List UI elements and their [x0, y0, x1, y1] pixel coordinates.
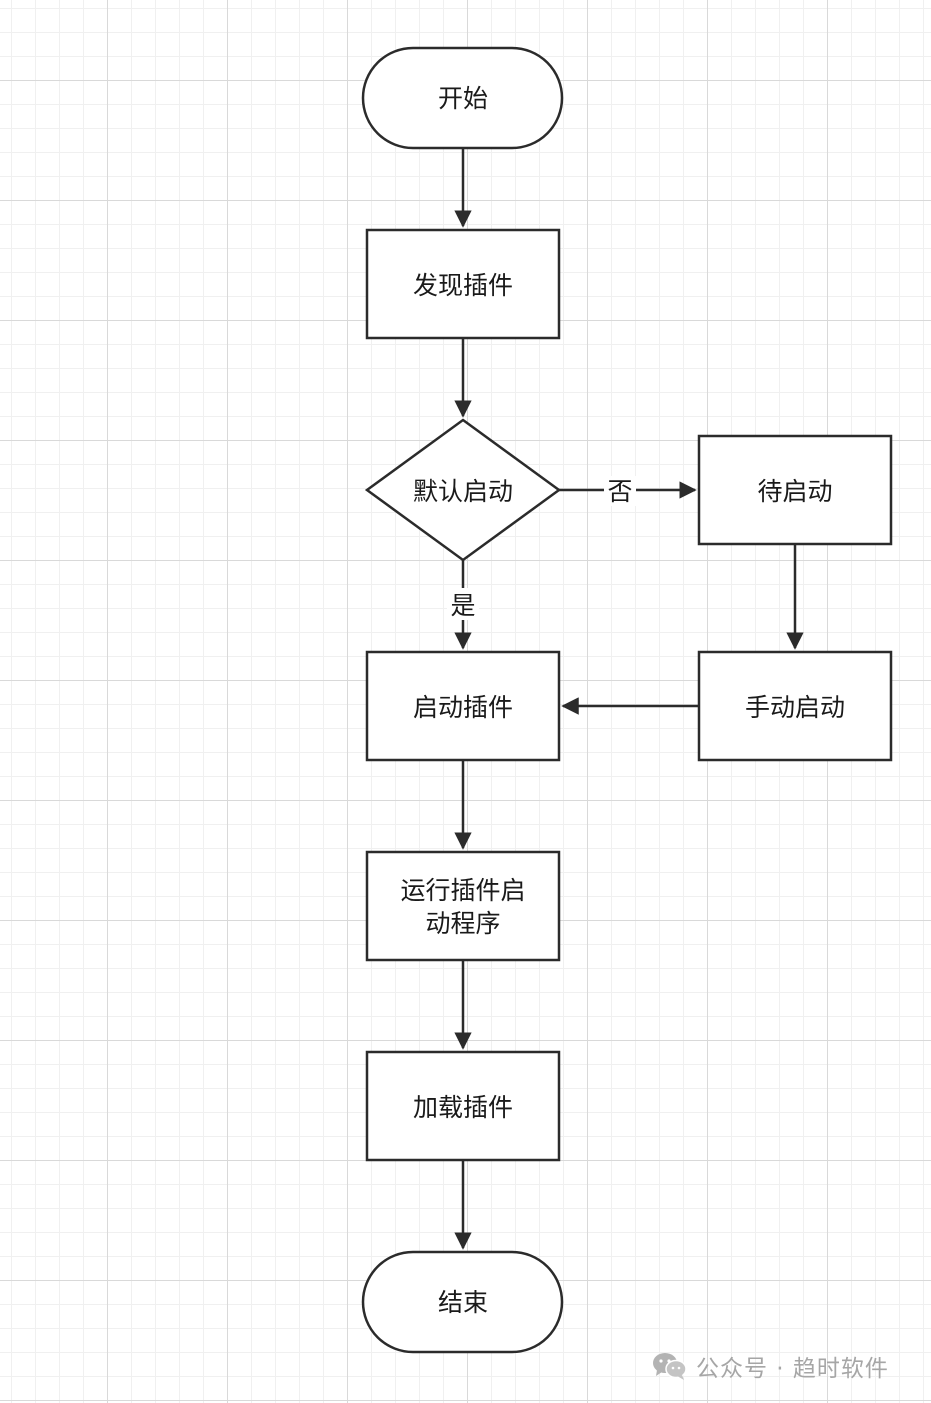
node-start-label: 开始 [438, 84, 488, 113]
node-discover: 发现插件 [365, 228, 561, 340]
watermark: 公众号 · 趋时软件 [652, 1348, 889, 1384]
edge-label-yes: 是 [450, 591, 475, 620]
node-manual: 手动启动 [697, 650, 893, 762]
node-run-label-line1: 运行插件启 [400, 876, 525, 905]
node-decision-label: 默认启动 [413, 477, 513, 506]
node-pending-label: 待启动 [757, 477, 832, 506]
wechat-icon [653, 1353, 687, 1380]
node-start: 开始 [361, 46, 564, 150]
node-launch-label: 启动插件 [413, 693, 513, 722]
node-load-label: 加载插件 [413, 1093, 513, 1122]
node-manual-label: 手动启动 [745, 693, 845, 722]
node-run-label-line2: 动程序 [425, 909, 500, 938]
node-end-label: 结束 [438, 1288, 488, 1317]
node-pending: 待启动 [697, 434, 893, 546]
node-discover-label: 发现插件 [413, 271, 513, 300]
edge-label-no: 否 [607, 477, 632, 506]
node-load: 加载插件 [365, 1050, 561, 1162]
node-end: 结束 [361, 1250, 564, 1354]
node-launch: 启动插件 [365, 650, 561, 762]
node-decision: 默认启动 [364, 418, 562, 562]
watermark-text: 公众号 · 趋时软件 [696, 1356, 889, 1382]
node-run: 运行插件启 动程序 [365, 850, 561, 962]
